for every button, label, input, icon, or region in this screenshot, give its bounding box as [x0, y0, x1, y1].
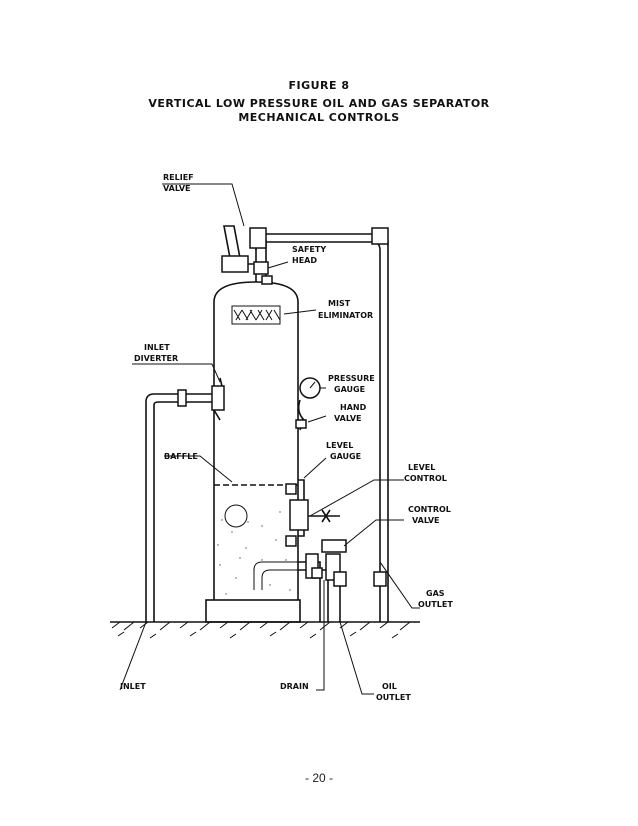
float [224, 504, 248, 528]
label-level: LEVEL [326, 441, 353, 450]
label-relief: RELIEF [163, 173, 194, 182]
level-control-assembly [285, 479, 347, 622]
label-eliminator: ELIMINATOR [318, 311, 373, 320]
mist-eliminator-pad [231, 305, 281, 325]
label-pressure-gauge: GAUGE [334, 385, 365, 394]
figure-title-line-1: VERTICAL LOW PRESSURE OIL AND GAS SEPARA… [148, 97, 490, 110]
label-mist: MIST [328, 299, 351, 308]
label-oil: OIL [382, 682, 397, 691]
figure-title-line-2: MECHANICAL CONTROLS [238, 111, 400, 124]
label-gas: GAS [426, 589, 445, 598]
label-level-gauge: GAUGE [330, 452, 361, 461]
label-level-control-1: LEVEL [408, 463, 435, 472]
label-drain: DRAIN [280, 682, 309, 691]
figure-number: FIGURE 8 [288, 79, 350, 92]
inlet-piping [145, 377, 225, 622]
label-gas-outlet: OUTLET [418, 600, 453, 609]
label-head: HEAD [292, 256, 317, 265]
page-number: - 20 - [304, 771, 333, 785]
label-oil-outlet: OUTLET [376, 693, 411, 702]
label-hand-valve: VALVE [334, 414, 362, 423]
label-level-control-2: CONTROL [404, 474, 447, 483]
label-baffle: BAFFLE [164, 452, 198, 461]
separator-vessel [205, 281, 301, 623]
label-inlet-diverter-2: DIVERTER [134, 354, 178, 363]
leader-lines [119, 183, 420, 695]
label-valve: VALVE [163, 184, 191, 193]
label-hand: HAND [340, 403, 367, 412]
relief-valve-assembly [221, 225, 389, 622]
label-inlet-diverter-1: INLET [144, 343, 170, 352]
label-control-valve: VALVE [412, 516, 440, 525]
pressure-gauge-assembly [295, 377, 321, 431]
label-control: CONTROL [408, 505, 451, 514]
label-inlet: INLET [120, 682, 146, 691]
ground [110, 621, 420, 639]
label-safety: SAFETY [292, 245, 326, 254]
label-pressure: PRESSURE [328, 374, 375, 383]
